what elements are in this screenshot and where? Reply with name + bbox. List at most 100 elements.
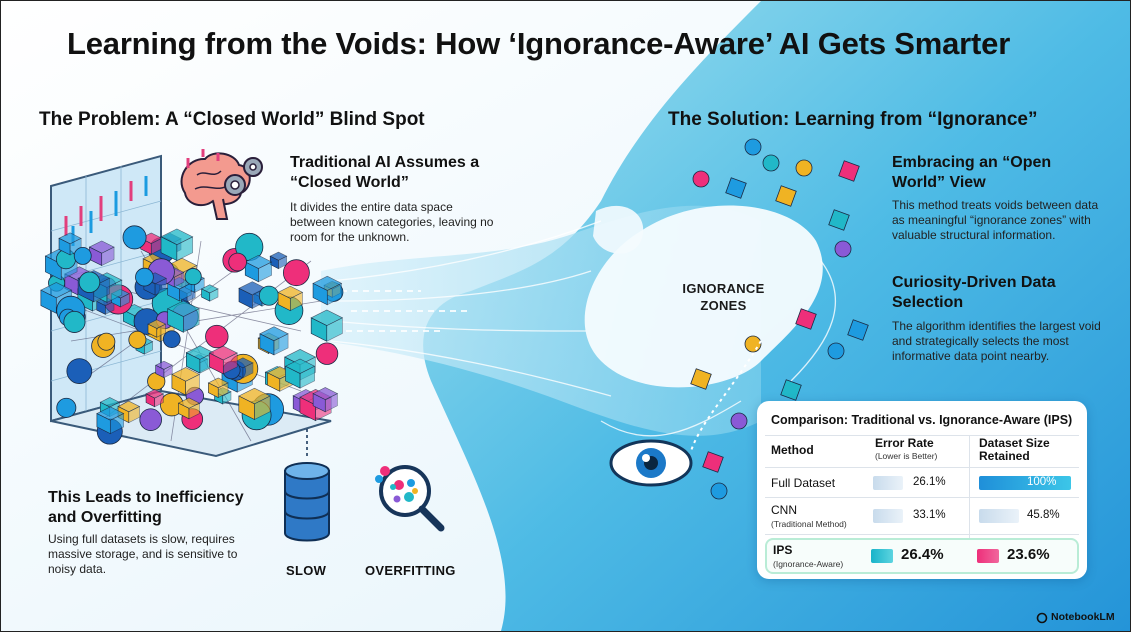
comparison-table: Comparison: Traditional vs. Ignorance-Aw… <box>757 401 1087 579</box>
size-value: 100% <box>1027 476 1057 488</box>
floating-sphere <box>827 342 845 360</box>
floating-sphere <box>744 138 762 156</box>
open-world-title: Embracing an “Open World” View <box>892 154 1052 191</box>
floating-cube <box>847 319 869 341</box>
cluster-cube <box>310 309 344 342</box>
cluster-sphere <box>63 310 86 333</box>
col-error-sub: (Lower is Better) <box>875 451 938 461</box>
floating-sphere <box>744 335 762 353</box>
method-name: IPS (Ignorance-Aware) <box>773 543 843 571</box>
col-size: Dataset Size Retained <box>979 436 1050 463</box>
table-row: Full Dataset 26.1% 100% <box>765 469 1079 497</box>
method-name-label: CNN <box>771 503 797 517</box>
overfitting-label: OVERFITTING <box>365 563 456 578</box>
error-value: 26.4% <box>901 546 944 563</box>
cluster-cube <box>238 387 271 420</box>
cluster-sphere <box>228 252 247 272</box>
cluster-cube <box>312 275 343 306</box>
curiosity-body: The algorithm identifies the largest voi… <box>892 319 1101 363</box>
col-error: Error Rate (Lower is Better) <box>875 437 937 463</box>
size-bar <box>977 549 999 563</box>
cluster-sphere <box>258 285 279 306</box>
table-row-highlight: IPS (Ignorance-Aware) 26.4% 23.6% <box>765 538 1079 574</box>
cluster-cube <box>160 228 194 262</box>
error-bar <box>873 509 903 523</box>
cluster-cube <box>284 358 316 389</box>
problem-heading: The Problem: A “Closed World” Blind Spot <box>39 109 425 130</box>
cluster-sphere <box>97 332 116 351</box>
floating-sphere <box>692 170 710 188</box>
brain-gear-icon <box>180 149 263 220</box>
cluster-cube <box>88 240 115 267</box>
method-name: CNN (Traditional Method) <box>771 503 847 531</box>
comparison-title: Comparison: Traditional vs. Ignorance-Aw… <box>771 413 1073 427</box>
branding: NotebookLM <box>1051 611 1115 623</box>
floating-cube <box>725 177 747 199</box>
page-title: Learning from the Voids: How ‘Ignorance-… <box>67 26 1011 61</box>
cluster-sphere <box>78 271 101 293</box>
method-name-label: IPS <box>773 543 793 557</box>
open-world-body: This method treats voids between data as… <box>892 198 1099 242</box>
cluster-cube <box>147 319 167 338</box>
cluster-sphere <box>162 330 181 349</box>
size-value: 45.8% <box>1027 509 1060 521</box>
ignorance-zones-label: IGNORANCE ZONES <box>682 281 765 313</box>
cluster-sphere <box>139 408 163 431</box>
floating-cube <box>828 209 850 231</box>
cluster-cube <box>207 377 229 399</box>
floating-sphere <box>730 412 748 430</box>
cluster-sphere <box>66 358 93 384</box>
cluster-sphere <box>315 342 339 365</box>
floating-cube <box>795 308 817 330</box>
floating-cube <box>780 379 802 401</box>
floating-cube <box>838 160 860 182</box>
inefficiency-title: This Leads to Inefficiency and Overfitti… <box>48 489 244 526</box>
traditional-ai-body: It divides the entire data space between… <box>290 200 494 244</box>
cluster-cube <box>312 387 339 413</box>
cluster-cube <box>277 285 304 312</box>
cluster-sphere <box>56 397 77 418</box>
error-bar <box>871 549 893 563</box>
error-value: 33.1% <box>913 509 946 521</box>
cluster-sphere <box>128 330 147 349</box>
eye-icon <box>609 439 693 487</box>
inefficiency-body: Using full datasets is slow, requires ma… <box>48 532 238 576</box>
cluster-sphere <box>184 268 202 286</box>
cluster-sphere <box>73 247 92 265</box>
traditional-ai-title: Traditional AI Assumes a “Closed World” <box>290 154 480 191</box>
floating-sphere <box>795 159 813 177</box>
floating-sphere <box>762 154 780 172</box>
cluster-sphere <box>122 225 147 250</box>
cluster-cube <box>171 367 201 396</box>
cluster-cube <box>208 345 238 375</box>
col-method: Method <box>771 443 814 457</box>
cluster-cube <box>238 281 267 309</box>
magnifier-icon <box>375 465 445 532</box>
cluster-cube <box>155 360 173 379</box>
notebooklm-logo-icon <box>1036 612 1048 624</box>
floating-cube <box>702 451 724 473</box>
error-bar <box>873 476 903 490</box>
cluster-cube <box>269 251 288 270</box>
solution-heading: The Solution: Learning from “Ignorance” <box>668 109 1038 130</box>
floating-cube <box>775 185 797 207</box>
cluster-cube <box>177 397 201 420</box>
size-bar <box>979 509 1019 523</box>
floating-sphere <box>710 482 728 500</box>
col-error-label: Error Rate <box>875 436 934 450</box>
floating-sphere <box>834 240 852 258</box>
cluster-cube <box>259 326 289 356</box>
cluster-cube <box>145 389 165 408</box>
cluster-cube <box>200 284 219 302</box>
cluster-cube <box>166 300 200 333</box>
cluster-sphere <box>282 259 310 287</box>
cluster-cube <box>58 232 82 256</box>
size-value: 23.6% <box>1007 546 1050 563</box>
error-value: 26.1% <box>913 476 946 488</box>
floating-cube <box>690 368 712 390</box>
size-bar <box>979 476 1071 490</box>
method-name: Full Dataset <box>771 476 836 490</box>
cluster-cube <box>244 254 273 283</box>
curiosity-title: Curiosity-Driven Data Selection <box>892 274 1056 311</box>
